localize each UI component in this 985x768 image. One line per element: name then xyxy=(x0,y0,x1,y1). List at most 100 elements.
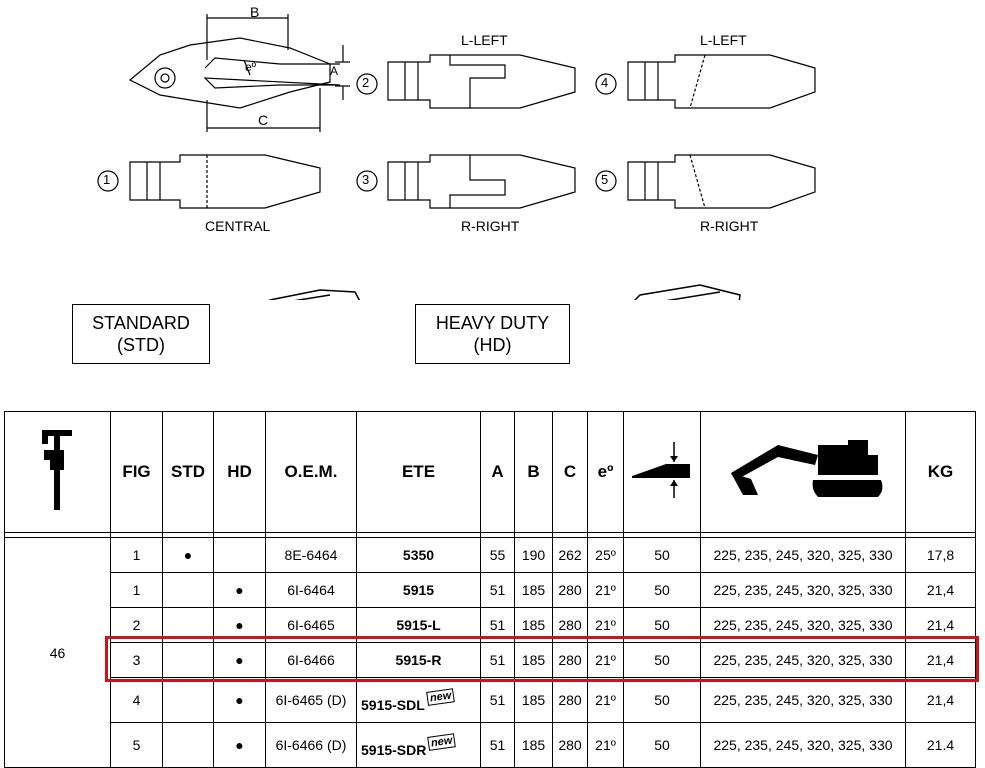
table-header-row: FIG STD HD O.E.M. ETE A B C eº KG xyxy=(4,411,976,533)
cell-ete: 5915 xyxy=(356,572,481,608)
header-hd: HD xyxy=(213,411,266,533)
cell-b: 185 xyxy=(514,722,553,768)
figure-5-circle xyxy=(595,170,617,192)
figure-5-label: R-RIGHT xyxy=(700,218,759,234)
cell-oem: 6I-6464 xyxy=(265,572,357,608)
cell-oem: 6I-6465 xyxy=(265,607,357,643)
group-cell: 46 xyxy=(4,537,111,768)
figure-2-label: L-LEFT xyxy=(461,32,508,48)
cell-kg: 17,8 xyxy=(905,537,976,573)
cell-fig: 5 xyxy=(110,722,163,768)
header-oem: O.E.M. xyxy=(265,411,357,533)
header-c: C xyxy=(552,411,588,533)
figure-2-drawing xyxy=(387,54,576,109)
cell-e: 21º xyxy=(587,642,624,678)
heavy-duty-adapter-image xyxy=(633,284,741,300)
header-fig: FIG xyxy=(110,411,163,533)
cell-hd: ● xyxy=(213,677,266,723)
figure-5-number: 5 xyxy=(601,172,609,187)
cell-hd: ● xyxy=(213,642,266,678)
standard-type-box: STANDARD (STD) xyxy=(72,304,210,364)
figure-1-drawing xyxy=(129,154,321,209)
figure-4-circle xyxy=(595,73,617,95)
heavy-duty-type-line2: (HD) xyxy=(473,335,512,355)
cell-e: 21º xyxy=(587,572,624,608)
table-gap-row xyxy=(4,532,976,538)
cell-ete: 5915-R xyxy=(356,642,481,678)
ete-code: 5915-SDL xyxy=(361,696,425,713)
cell-kg: 21,4 xyxy=(905,677,976,723)
cell-hd xyxy=(213,537,266,573)
excavator-icon xyxy=(731,439,883,497)
cell-a: 55 xyxy=(480,537,515,573)
cell-pin: 50 xyxy=(623,722,701,768)
figure-1-circle xyxy=(97,170,119,192)
cell-pin: 50 xyxy=(623,537,701,573)
caliper-icon xyxy=(41,429,72,510)
header-ete: ETE xyxy=(356,411,481,533)
header-b: B xyxy=(514,411,553,533)
figure-2-number: 2 xyxy=(362,75,370,90)
cell-fig: 2 xyxy=(110,607,163,643)
caliper-icon-cell xyxy=(4,411,111,533)
cell-std xyxy=(162,572,214,608)
table-row: 46 1 ● 8E-6464 5350 55 190 262 25º 50 22… xyxy=(4,537,976,768)
cell-fig: 1 xyxy=(110,537,163,573)
cell-oem: 6I-6466 (D) xyxy=(265,722,357,768)
cell-models: 225, 235, 245, 320, 325, 330 xyxy=(700,642,906,678)
cell-e: 21º xyxy=(587,607,624,643)
cell-oem: 6I-6466 xyxy=(265,642,357,678)
cell-models: 225, 235, 245, 320, 325, 330 xyxy=(700,572,906,608)
figure-5-drawing xyxy=(627,154,816,209)
cell-std xyxy=(162,722,214,768)
cell-c: 280 xyxy=(552,572,588,608)
spec-table: FIG STD HD O.E.M. ETE A B C eº KG xyxy=(4,411,976,768)
header-a: A xyxy=(480,411,515,533)
cell-models: 225, 235, 245, 320, 325, 330 xyxy=(700,537,906,573)
cell-models: 225, 235, 245, 320, 325, 330 xyxy=(700,607,906,643)
cell-c: 280 xyxy=(552,722,588,768)
cell-e: 21º xyxy=(587,722,624,768)
new-badge: new xyxy=(425,687,456,706)
figure-1-number: 1 xyxy=(103,172,111,187)
heavy-duty-type-box: HEAVY DUTY (HD) xyxy=(415,304,570,364)
figure-4-drawing xyxy=(627,54,816,109)
cell-e: 21º xyxy=(587,677,624,723)
pin-icon-cell xyxy=(623,411,701,533)
cell-std xyxy=(162,642,214,678)
standard-type-line2: (STD) xyxy=(117,335,165,355)
cell-kg: 21.4 xyxy=(905,722,976,768)
cell-a: 51 xyxy=(480,642,515,678)
cell-models: 225, 235, 245, 320, 325, 330 xyxy=(700,722,906,768)
cell-models: 225, 235, 245, 320, 325, 330 xyxy=(700,677,906,723)
cell-oem: 8E-6464 xyxy=(265,537,357,573)
dimension-b-label: B xyxy=(250,4,260,20)
figure-3-label: R-RIGHT xyxy=(461,218,520,234)
cell-a: 51 xyxy=(480,607,515,643)
cell-kg: 21,4 xyxy=(905,607,976,643)
ete-code: 5915-SDR xyxy=(361,741,427,758)
figure-4-label: L-LEFT xyxy=(700,32,747,48)
cell-b: 185 xyxy=(514,677,553,723)
figure-3-circle xyxy=(356,170,378,192)
figure-2-circle xyxy=(356,73,378,95)
cell-pin: 50 xyxy=(623,572,701,608)
cell-a: 51 xyxy=(480,722,515,768)
figure-1-label: CENTRAL xyxy=(205,218,271,234)
cell-std: ● xyxy=(162,537,214,573)
cell-std xyxy=(162,677,214,723)
cell-fig: 3 xyxy=(110,642,163,678)
standard-adapter-image xyxy=(268,289,361,300)
cell-hd: ● xyxy=(213,572,266,608)
dimension-a-label: A xyxy=(330,64,339,78)
figure-4-number: 4 xyxy=(601,75,609,90)
cell-c: 280 xyxy=(552,642,588,678)
cell-fig: 1 xyxy=(110,572,163,608)
cell-c: 280 xyxy=(552,677,588,723)
table-row: 2 ● 6I-6465 5915-L 51 185 280 21º 50 225… xyxy=(5,607,976,643)
cell-b: 185 xyxy=(514,642,553,678)
cell-kg: 21,4 xyxy=(905,642,976,678)
